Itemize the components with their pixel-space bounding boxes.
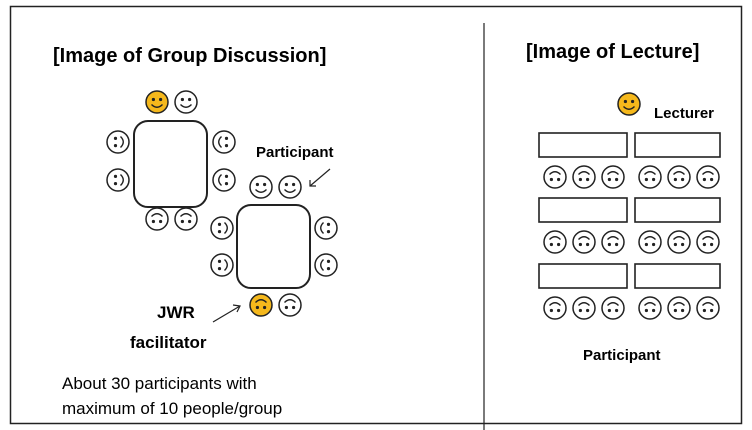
audience-face-icon [572,296,596,320]
facilitator-arrow-head [232,304,241,313]
participant-face-icon [106,168,130,192]
participant-face-icon [212,130,236,154]
participant-face-icon [145,90,169,114]
group-participant-label: Participant [256,144,334,161]
lecture-title: [Image of Lecture] [526,41,699,63]
audience-face-icon [601,296,625,320]
participant-face-icon [210,216,234,240]
audience-face-icon [638,296,662,320]
audience-face-icon [667,230,691,254]
participant-face-icon [278,175,302,199]
participant-face-icon [314,253,338,277]
lecture-desk [538,197,628,223]
audience-face-icon [696,230,720,254]
audience-face-icon [696,165,720,189]
participant-face-icon [249,175,273,199]
lecture-participant-label: Participant [583,347,661,364]
lecture-desk [634,197,721,223]
group-discussion-title: [Image of Group Discussion] [53,45,326,67]
participant-face-icon [174,90,198,114]
audience-face-icon [601,230,625,254]
audience-face-icon [667,296,691,320]
discussion-table-2 [236,204,311,289]
group-note-line2: maximum of 10 people/group [62,399,282,418]
participant-face-icon [314,216,338,240]
audience-face-icon [696,296,720,320]
audience-face-icon [601,165,625,189]
participant-arrow-head [309,180,316,187]
participant-face-icon [278,293,302,317]
audience-face-icon [638,165,662,189]
participant-face-icon [106,130,130,154]
audience-face-icon [543,296,567,320]
participant-face-icon [212,168,236,192]
lecturer-face-icon [617,92,641,116]
audience-face-icon [572,165,596,189]
outer-frame [9,5,743,425]
participant-face-icon [174,207,198,231]
lecturer-label: Lecturer [654,105,714,122]
facilitator-label-line1: JWR [157,303,195,322]
participant-face-icon [210,253,234,277]
discussion-table-1 [133,120,208,208]
audience-face-icon [543,165,567,189]
lecture-desk [538,263,628,289]
lecture-desk [634,263,721,289]
facilitator-label-line2: facilitator [130,333,207,352]
facilitator-arrow [212,305,241,323]
group-note-line1: About 30 participants with [62,374,257,393]
participant-face-icon [145,207,169,231]
audience-face-icon [638,230,662,254]
facilitator-face-icon [249,293,273,317]
audience-face-icon [667,165,691,189]
lecture-desk [634,132,721,158]
lecture-desk [538,132,628,158]
audience-face-icon [543,230,567,254]
audience-face-icon [572,230,596,254]
participant-arrow [309,168,331,187]
faces-layer [106,90,720,320]
